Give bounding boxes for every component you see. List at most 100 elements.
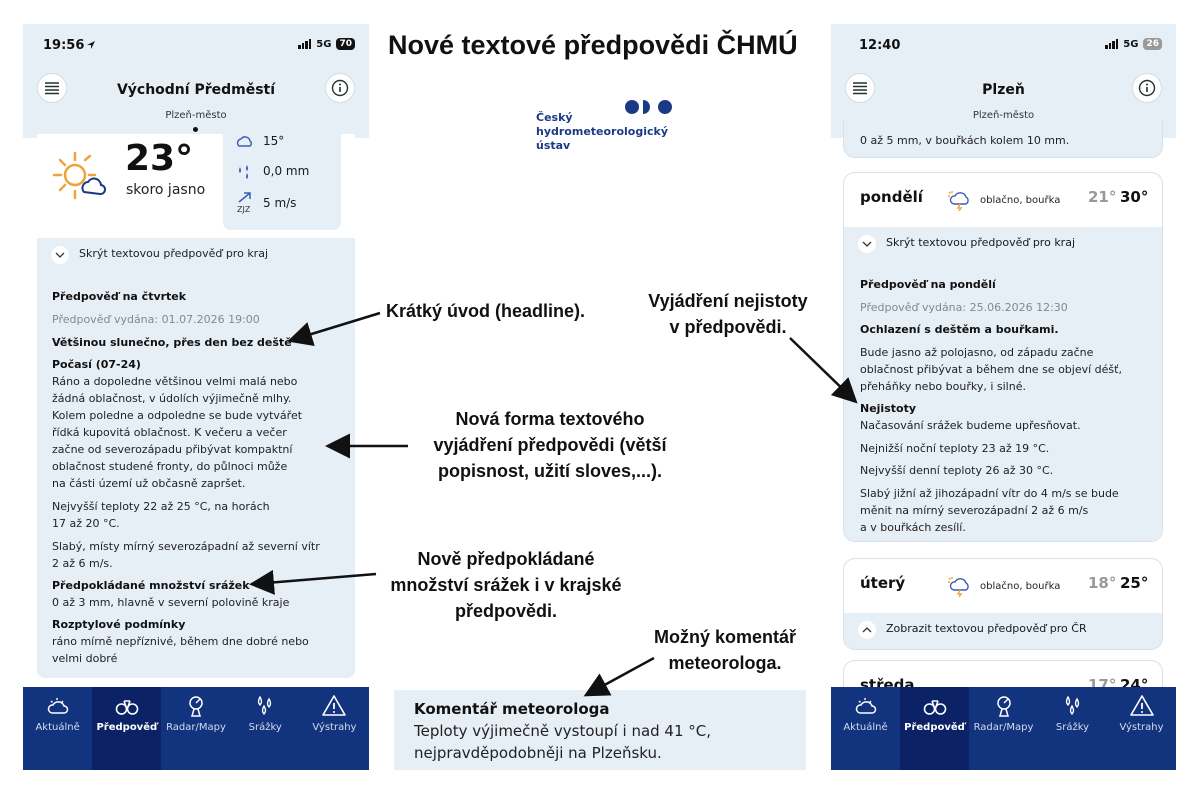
temp-line: 17 až 20 °C. — [52, 517, 120, 530]
temp-max: 30° — [1120, 188, 1149, 206]
precip-text: 0 až 3 mm, hlavně v severní polovině kra… — [52, 596, 290, 609]
annotation-uncertainty: Vyjádření nejistoty v předpovědi. — [630, 288, 826, 340]
signal-icon — [298, 39, 312, 49]
forecast-card: 23° skoro jasno 15° 0,0 mm ZJZ 5 m/s Skr… — [37, 130, 355, 678]
dispersion-line: velmi dobré — [52, 652, 118, 665]
nav-label: Radar/Mapy — [973, 722, 1034, 733]
menu-button[interactable] — [37, 73, 67, 103]
toggle-label: Skrýt textovou předpověď pro kraj — [886, 236, 1076, 249]
cloud-storm-icon — [948, 577, 969, 597]
annotation-line: předpovědi. — [454, 601, 557, 621]
day-card-tuesday[interactable]: úterý oblačno, bouřka 18° 25° Zobrazit t… — [843, 558, 1163, 650]
nav-label: Předpověď — [96, 722, 158, 733]
night-temp: Nejnižší noční teploty 23 až 19 °C. — [860, 442, 1050, 455]
nav-aktualne[interactable]: Aktuálně — [831, 687, 900, 770]
weather-line: řídká kupovitá oblačnost. K večeru a več… — [52, 426, 287, 439]
uncertainty-text: Načasování srážek budeme upřesňovat. — [860, 419, 1081, 432]
top-bar: 19:56 5G 70 Východní Předměstí Plzeň-měs… — [23, 24, 369, 138]
nav-srazky[interactable]: Srážky — [1038, 687, 1107, 770]
dispersion-line: ráno mírně nepříznivé, během dne dobré n… — [52, 635, 309, 648]
annotation-line: v předpovědi. — [669, 317, 787, 337]
info-button[interactable] — [325, 73, 355, 103]
previous-text: 0 až 5 mm, v bouřkách kolem 10 mm. — [860, 134, 1070, 147]
details-box: 15° 0,0 mm ZJZ 5 m/s — [223, 130, 341, 230]
bottom-nav: Aktuálně Předpověď Radar/Mapy Srážky Výs… — [831, 687, 1176, 770]
logo-line-2: hydrometeorologický — [536, 125, 669, 138]
feels-like-icon — [236, 136, 252, 147]
nav-predpoved[interactable]: Předpověď — [92, 687, 162, 770]
comment-title: Komentář meteorologa — [414, 700, 610, 718]
weather-line: Kolem poledne a odpoledne se bude vytvář… — [52, 409, 303, 422]
nav-radar[interactable]: Radar/Mapy — [969, 687, 1038, 770]
annotation-headline: Krátký úvod (headline). — [386, 301, 586, 321]
uncertainty-title: Nejistoty — [860, 402, 916, 415]
nav-vystrahy[interactable]: Výstrahy — [1107, 687, 1176, 770]
comment-line: nejpravděpodobněji na Plzeňsku. — [414, 744, 662, 762]
precip-title: Předpokládané množství srážek — [52, 579, 250, 592]
location-name: Plzeň — [982, 82, 1025, 98]
nav-predpoved[interactable]: Předpověď — [900, 687, 969, 770]
weather-line: oblačnost studené fronty, do půlnoci můž… — [52, 460, 288, 473]
toggle-text-forecast[interactable]: Zobrazit textovou předpověď pro ČR — [858, 621, 1148, 641]
day-desc: oblačno, bouřka — [980, 581, 1061, 592]
logo-line-3: ústav — [536, 139, 571, 152]
radar-icon — [189, 696, 203, 717]
toggle-label: Skrýt textovou předpověď pro kraj — [79, 247, 269, 260]
location-sub: Plzeň-město — [165, 110, 227, 121]
info-button[interactable] — [1132, 73, 1162, 103]
info-icon — [331, 79, 349, 97]
forecast-heading: Předpověď na čtvrtek — [52, 290, 187, 303]
top-bar: 12:40 5G 26 Plzeň Plzeň-město — [831, 24, 1176, 138]
current-desc: skoro jasno — [126, 182, 206, 198]
weather-line: začne od severozápadu přibývat kompaktní — [52, 443, 293, 456]
wind-line: Slabý, místy mírný severozápadní až seve… — [52, 540, 320, 553]
page-title: Nové textové předpovědi ČHMÚ — [388, 30, 798, 60]
nav-label: Srážky — [1055, 722, 1090, 733]
drops-icon — [1065, 695, 1079, 715]
previous-day-card: 0 až 5 mm, v bouřkách kolem 10 mm. — [843, 120, 1163, 158]
weather-line: žádná oblačnost, v údolích výjimečně mlh… — [52, 392, 292, 405]
signal-icon — [1105, 39, 1119, 49]
day-card-monday[interactable]: pondělí oblačno, bouřka 21° 30° Skrýt te… — [843, 172, 1163, 542]
nav-srazky[interactable]: Srážky — [231, 687, 300, 770]
nav-radar[interactable]: Radar/Mapy — [161, 687, 230, 770]
location-sub: Plzeň-město — [972, 110, 1035, 121]
chmu-logo: Český hydrometeorologický ústav — [534, 98, 684, 154]
menu-button[interactable] — [845, 73, 875, 103]
toggle-text-forecast[interactable]: Skrýt textovou předpověď pro kraj — [51, 246, 341, 266]
nav-label: Srážky — [248, 722, 282, 733]
body-line: oblačnost přibývat a během dne se objeví… — [860, 363, 1122, 376]
chevron-up-icon — [858, 621, 876, 639]
sun-cloud-icon — [52, 151, 107, 200]
wind-arrow-icon — [238, 192, 251, 203]
status-time: 19:56 — [43, 38, 85, 53]
card-body — [844, 613, 1162, 649]
comment-line: Teploty výjimečně vystoupí i nad 41 °C, — [414, 722, 712, 740]
network-label: 5G — [316, 38, 332, 50]
chevron-down-icon — [858, 235, 876, 253]
forecast-heading: Předpověď na pondělí — [860, 278, 996, 291]
toggle-text-forecast[interactable]: Skrýt textovou předpověď pro kraj — [858, 235, 1148, 255]
nav-vystrahy[interactable]: Výstrahy — [300, 687, 369, 770]
annotation-precip: Nově předpokládané množství srážek i v k… — [378, 546, 634, 624]
temp-min: 21° — [1088, 188, 1117, 206]
nav-label: Aktuálně — [35, 722, 80, 733]
warning-icon — [322, 695, 347, 716]
nav-aktualne[interactable]: Aktuálně — [23, 687, 92, 770]
hamburger-icon — [45, 82, 59, 95]
chevron-down-icon — [51, 246, 69, 264]
logo-mark-icon — [625, 100, 672, 114]
binoculars-icon — [923, 700, 946, 715]
location-name: Východní Předměstí — [116, 82, 276, 98]
nav-label: Výstrahy — [1119, 722, 1164, 733]
nav-label: Radar/Mapy — [166, 722, 226, 733]
location-arrow-icon — [87, 41, 95, 49]
sun-cloud-nav-icon — [47, 698, 68, 714]
logo-line-1: Český — [536, 111, 573, 124]
annotation-line: Nově předpokládané — [417, 549, 595, 569]
wind-line: 2 až 6 m/s. — [52, 557, 113, 570]
info-icon — [1138, 79, 1156, 97]
battery-icon: 26 — [1143, 38, 1162, 50]
annotation-line: meteorologa. — [668, 653, 782, 673]
